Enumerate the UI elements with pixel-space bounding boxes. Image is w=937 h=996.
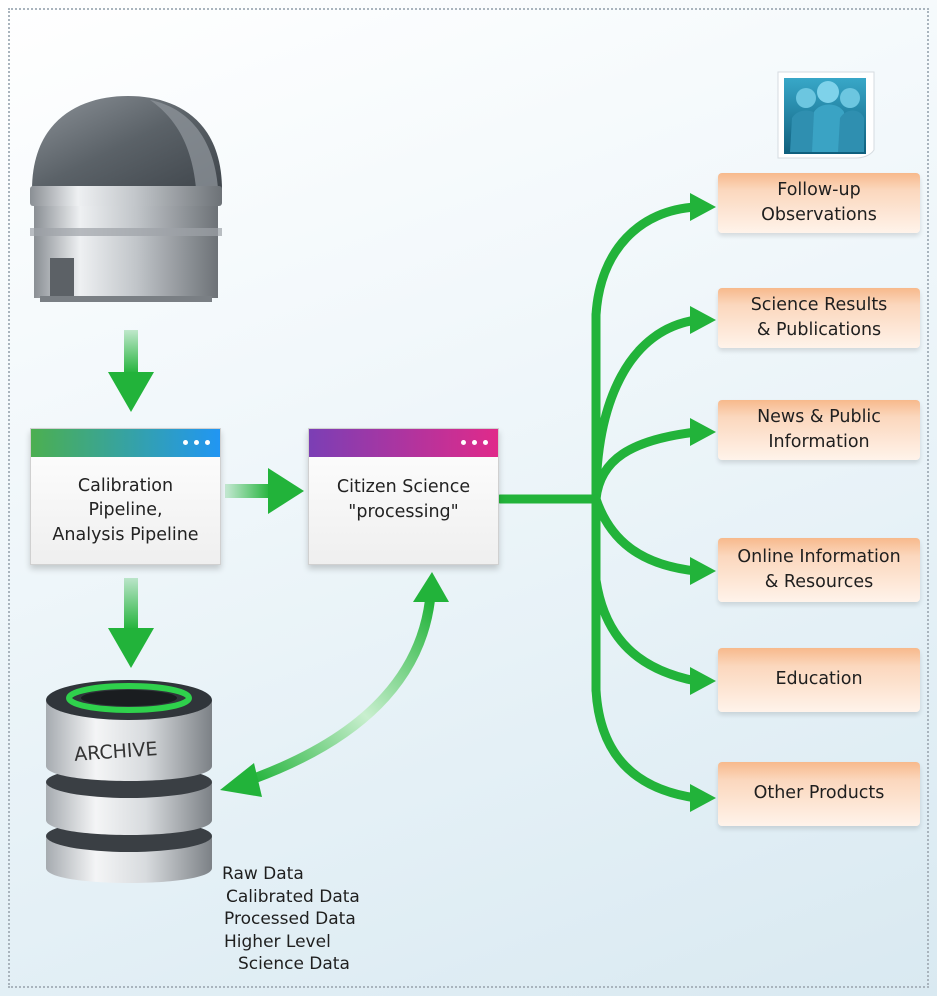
output-news: News & Public Information bbox=[718, 400, 920, 460]
archive-item: Higher Level bbox=[224, 931, 331, 952]
dotted-frame bbox=[8, 8, 929, 988]
observatory-dome-icon bbox=[30, 96, 222, 302]
archive-database-icon: ARCHIVE bbox=[46, 680, 212, 883]
output-online-info: Online Information & Resources bbox=[718, 538, 920, 602]
window-dots-icon bbox=[183, 440, 210, 445]
archive-item: Processed Data bbox=[224, 909, 356, 930]
fanout-arrowheads bbox=[690, 193, 716, 812]
fanout-arrows bbox=[495, 202, 701, 803]
pipeline-label: Calibration Pipeline, Analysis Pipeline bbox=[52, 475, 199, 545]
archive-contents: Raw Data Calibrated Data Processed Data … bbox=[222, 863, 360, 976]
citizen-science-box: Citizen Science "processing" bbox=[308, 428, 499, 565]
archive-item: Raw Data bbox=[222, 864, 304, 884]
citizen-title-bar bbox=[309, 429, 498, 457]
output-education: Education bbox=[718, 648, 920, 712]
arrow-pipeline-to-archive bbox=[108, 578, 154, 668]
people-group-icon bbox=[777, 71, 875, 159]
pipeline-box: Calibration Pipeline, Analysis Pipeline bbox=[30, 428, 221, 565]
arrow-citizen-archive bbox=[220, 572, 449, 797]
citizen-label: Citizen Science "processing" bbox=[336, 477, 471, 522]
window-dots-icon bbox=[461, 440, 488, 445]
pipeline-title-bar bbox=[31, 429, 220, 457]
output-follow-up: Follow-up Observations bbox=[718, 173, 920, 233]
arrow-dome-to-pipeline bbox=[108, 330, 154, 412]
output-science-results: Science Results & Publications bbox=[718, 288, 920, 348]
archive-item: Calibrated Data bbox=[226, 886, 360, 907]
output-other-products: Other Products bbox=[718, 762, 920, 826]
arrow-pipeline-to-citizen bbox=[225, 468, 304, 514]
archive-item: Science Data bbox=[238, 954, 350, 975]
